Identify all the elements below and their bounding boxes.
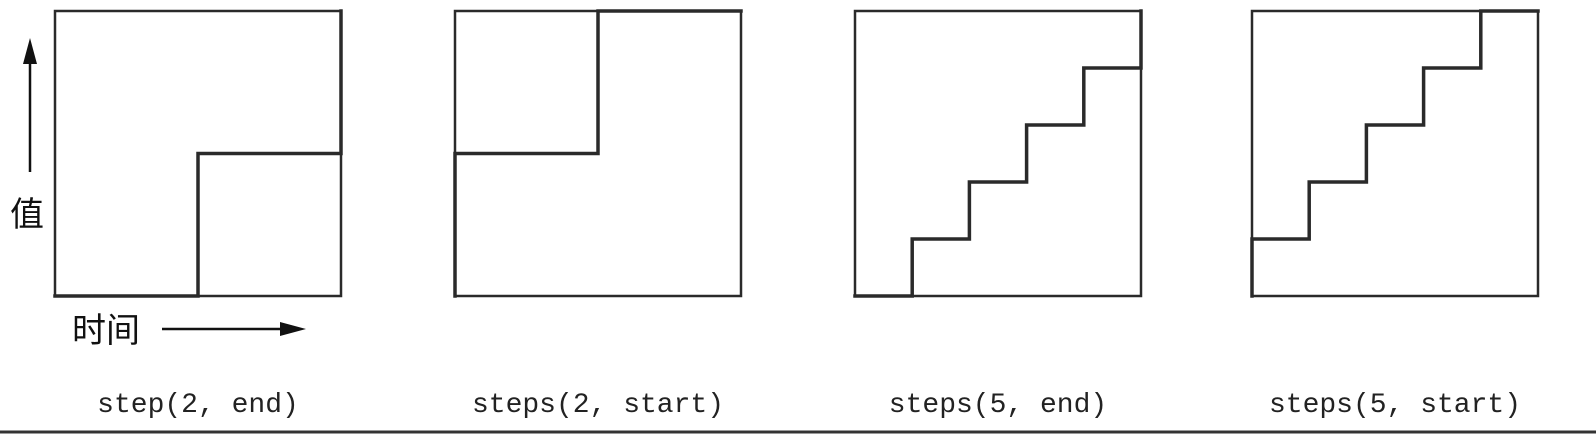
- panel-steps-2-start: steps(2, start): [453, 9, 743, 421]
- panel-caption: steps(5, end): [889, 390, 1107, 421]
- time-axis-arrowhead: [280, 322, 306, 336]
- panel-step-2-end: step(2, end): [53, 9, 343, 421]
- value-axis: 值: [10, 38, 44, 235]
- step-curve: [853, 9, 1143, 298]
- panel-frame: [853, 9, 1143, 298]
- step-curve: [453, 9, 743, 298]
- time-axis: 时间: [72, 311, 306, 351]
- step-curve: [1250, 9, 1540, 298]
- value-axis-label: 值: [10, 195, 44, 235]
- panel-steps-5-start: steps(5, start): [1250, 9, 1540, 421]
- panel-caption: step(2, end): [97, 390, 299, 421]
- panel-caption: steps(5, start): [1269, 390, 1521, 421]
- panel-steps-5-end: steps(5, end): [853, 9, 1143, 421]
- value-axis-arrowhead: [23, 38, 37, 64]
- panel-caption: steps(2, start): [472, 390, 724, 421]
- time-axis-label: 时间: [72, 311, 140, 351]
- step-curve: [53, 9, 343, 298]
- panel-frame: [1250, 9, 1540, 298]
